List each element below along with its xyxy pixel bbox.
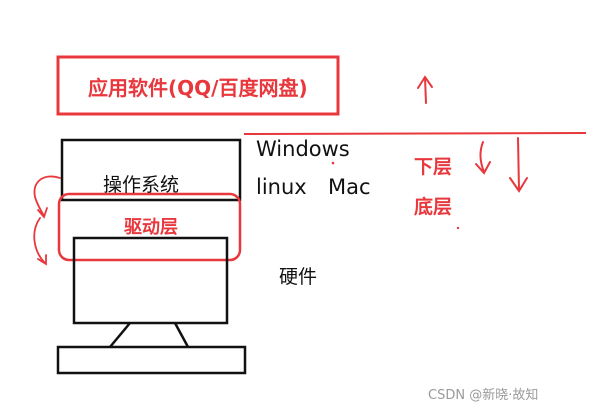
down-arrow-long-icon (509, 137, 528, 193)
layer-divider-line (243, 132, 587, 135)
down-arrow-small-icon (475, 141, 491, 175)
mac-label: Mac (328, 175, 371, 199)
bottom-layer-label: 底层 (414, 196, 453, 218)
monitor-stand-right (173, 322, 190, 348)
monitor-screen (72, 236, 229, 325)
left-curved-arrows-icon (33, 175, 61, 266)
app-software-box (56, 55, 340, 116)
windows-label: Windows (256, 137, 350, 161)
lower-layer-label: 下层 (414, 156, 453, 178)
red-dot-mark (456, 226, 460, 230)
hardware-label: 硬件 (279, 266, 318, 288)
up-arrow-icon (417, 75, 433, 104)
os-label: 操作系统 (103, 174, 180, 196)
app-software-label: 应用软件(QQ/百度网盘) (88, 76, 308, 100)
monitor-stand-left (109, 322, 131, 348)
watermark: CSDN @新晓·故知 (428, 388, 539, 403)
linux-label: linux (256, 175, 307, 199)
os-box (60, 138, 242, 202)
red-dot-mark (331, 161, 335, 165)
driver-layer-label: 驱动层 (124, 217, 178, 238)
monitor-base (56, 345, 247, 375)
driver-layer-box (57, 192, 242, 262)
